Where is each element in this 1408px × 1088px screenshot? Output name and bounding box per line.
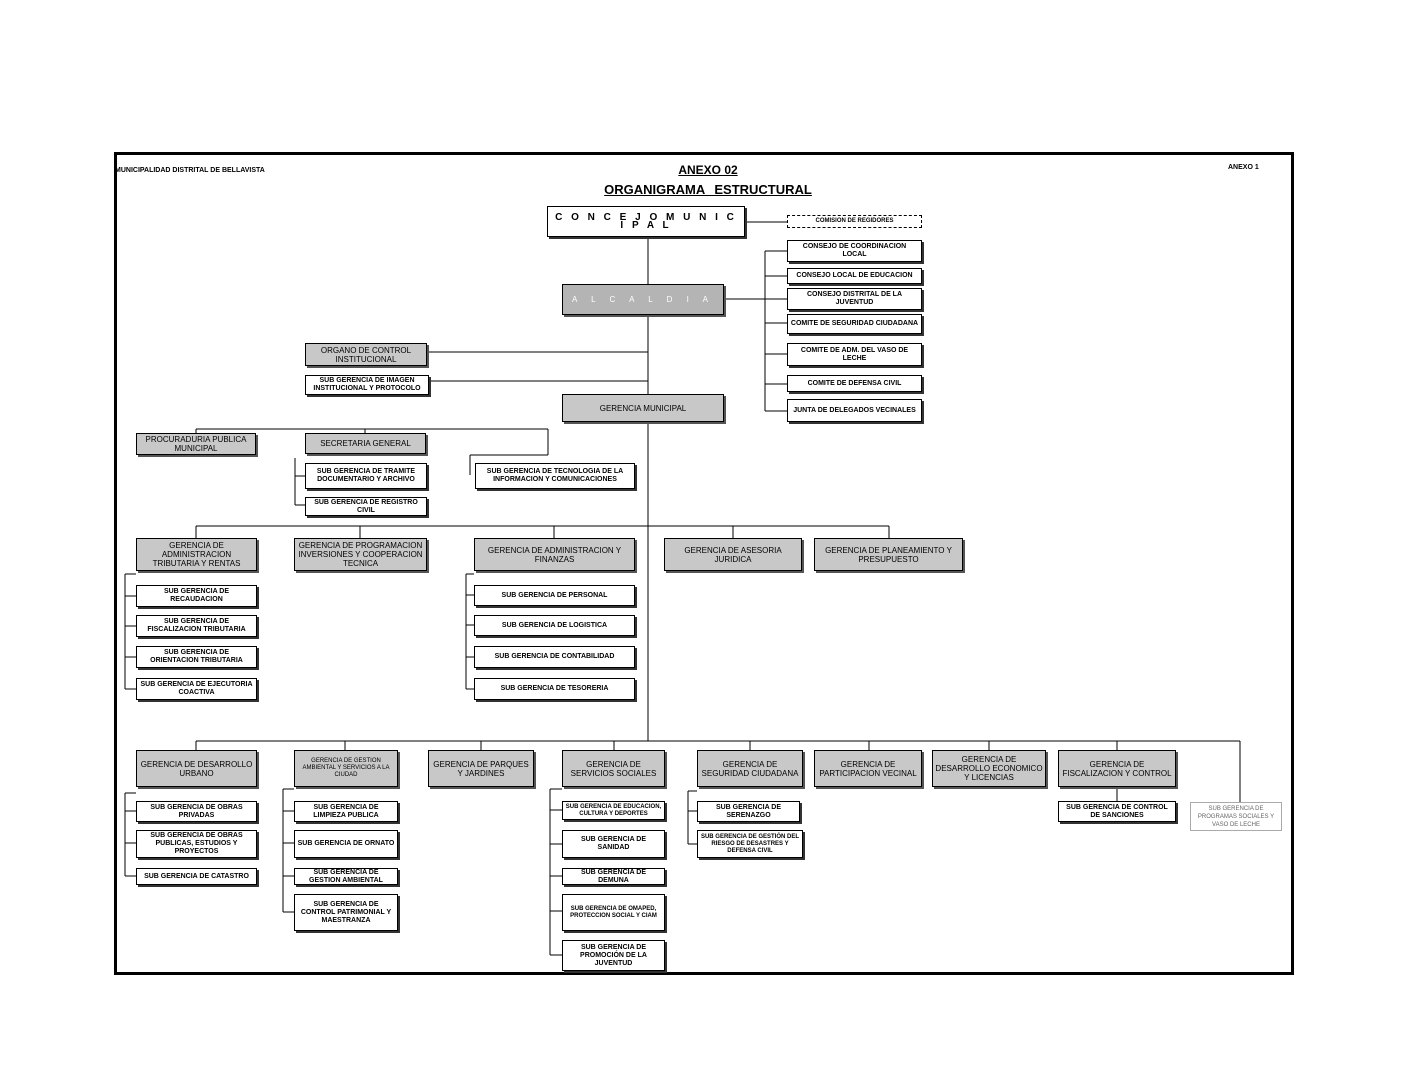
comision-regidores-box: COMISION DE REGIDORES xyxy=(787,215,922,228)
council-box: COMITE DE ADM. DEL VASO DE LECHE xyxy=(787,343,922,366)
organization-name: MUNICIPALIDAD DISTRITAL DE BELLAVISTA xyxy=(115,167,265,174)
gerencia-desarrollo-urbano-box: GERENCIA DE DESARROLLO URBANO xyxy=(136,750,257,787)
gerencia-planeamiento-box: GERENCIA DE PLANEAMIENTO Y PRESUPUESTO xyxy=(814,538,963,571)
sub-gerencia-box: SUB GERENCIA DE FISCALIZACION TRIBUTARIA xyxy=(136,615,257,637)
procuraduria-box: PROCURADURIA PUBLICA MUNICIPAL xyxy=(136,433,256,455)
council-box: JUNTA DE DELEGADOS VECINALES xyxy=(787,399,922,422)
tramite-documentario-box: SUB GERENCIA DE TRAMITE DOCUMENTARIO Y A… xyxy=(305,463,427,489)
sub-gerencia-box: SUB GERENCIA DE CONTROL PATRIMONIAL Y MA… xyxy=(294,894,398,931)
sub-gerencia-box: SUB GERENCIA DE OBRAS PUBLICAS, ESTUDIOS… xyxy=(136,830,257,858)
sub-gerencia-box: SUB GERENCIA DE LIMPIEZA PUBLICA xyxy=(294,801,398,822)
sub-gerencia-box: SUB GERENCIA DE ORNATO xyxy=(294,830,398,858)
annex-title: ANEXO 02 xyxy=(678,163,738,177)
sub-gerencia-box: SUB GERENCIA DE GESTIÓN DEL RIESGO DE DE… xyxy=(697,830,803,858)
gerencia-desarrollo-economico-box: GERENCIA DE DESARROLLO ECONOMICO Y LICEN… xyxy=(932,750,1046,787)
diagram-frame xyxy=(114,152,1294,975)
alcaldia-box: A L C A L D I A xyxy=(562,284,724,315)
gerencia-seguridad-ciudadana-box: GERENCIA DE SEGURIDAD CIUDADANA xyxy=(697,750,803,787)
secretaria-general-box: SECRETARIA GENERAL xyxy=(305,433,426,454)
annex-right-label: ANEXO 1 xyxy=(1228,164,1259,171)
sub-gerencia-box: SUB GERENCIA DE TESORERIA xyxy=(474,678,635,700)
council-box: CONSEJO DE COORDINACION LOCAL xyxy=(787,240,922,262)
sub-gerencia-box: SUB GERENCIA DE SANIDAD xyxy=(562,830,665,858)
chart-title: ORGANIGRAMA ESTRUCTURAL xyxy=(604,182,812,197)
sub-gerencia-box: SUB GERENCIA DE CONTROL DE SANCIONES xyxy=(1058,801,1176,822)
registro-civil-box: SUB GERENCIA DE REGISTRO CIVIL xyxy=(305,497,427,516)
organo-control-box: ORGANO DE CONTROL INSTITUCIONAL xyxy=(305,343,427,366)
sub-gerencia-box: SUB GERENCIA DE SERENAZGO xyxy=(697,801,800,822)
sub-gerencia-box: SUB GERENCIA DE PERSONAL xyxy=(474,585,635,606)
sub-gerencia-box: SUB GERENCIA DE DEMUNA xyxy=(562,868,665,885)
council-box: CONSEJO DISTRITAL DE LA JUVENTUD xyxy=(787,288,922,310)
gerencia-gestion-ambiental-box: GERENCIA DE GESTION AMBIENTAL Y SERVICIO… xyxy=(294,750,398,787)
sub-gerencia-box: SUB GERENCIA DE EJECUTORIA COACTIVA xyxy=(136,678,257,700)
sub-gerencia-box: SUB GERENCIA DE CONTABILIDAD xyxy=(474,646,635,668)
sub-gerencia-box: SUB GERENCIA DE GESTION AMBIENTAL xyxy=(294,868,398,885)
sub-gerencia-box: SUB GERENCIA DE RECAUDACION xyxy=(136,585,257,607)
sub-gerencia-box: SUB GERENCIA DE EDUCACION, CULTURA Y DEP… xyxy=(562,801,665,820)
gerencia-participacion-vecinal-box: GERENCIA DE PARTICIPACION VECINAL xyxy=(814,750,922,787)
imagen-institucional-box: SUB GERENCIA DE IMAGEN INSTITUCIONAL Y P… xyxy=(305,375,429,395)
gerencia-servicios-sociales-box: GERENCIA DE SERVICIOS SOCIALES xyxy=(562,750,665,787)
gerencia-parques-box: GERENCIA DE PARQUES Y JARDINES xyxy=(428,750,534,787)
gerencia-fiscalizacion-box: GERENCIA DE FISCALIZACION Y CONTROL xyxy=(1058,750,1176,787)
sub-gerencia-box: SUB GERENCIA DE LOGISTICA xyxy=(474,615,635,636)
sub-gerencia-box: SUB GERENCIA DE PROMOCIÓN DE LA JUVENTUD xyxy=(562,940,665,971)
gerencia-municipal-box: GERENCIA MUNICIPAL xyxy=(562,394,724,422)
tecnologia-informacion-box: SUB GERENCIA DE TECNOLOGIA DE LA INFORMA… xyxy=(475,463,635,489)
programas-sociales-box: SUB GERENCIA DE PROGRAMAS SOCIALES Y VAS… xyxy=(1190,802,1282,831)
sub-gerencia-box: SUB GERENCIA DE OBRAS PRIVADAS xyxy=(136,801,257,822)
council-box: CONSEJO LOCAL DE EDUCACION xyxy=(787,268,922,284)
gerencia-programacion-box: GERENCIA DE PROGRAMACION INVERSIONES Y C… xyxy=(294,538,427,571)
gerencia-administracion-finanzas-box: GERENCIA DE ADMINISTRACION Y FINANZAS xyxy=(474,538,635,571)
gerencia-asesoria-juridica-box: GERENCIA DE ASESORIA JURIDICA xyxy=(664,538,802,571)
sub-gerencia-box: SUB GERENCIA DE CATASTRO xyxy=(136,868,257,885)
council-box: COMITE DE SEGURIDAD CIUDADANA xyxy=(787,314,922,334)
concejo-municipal-box: C O N C E J O M U N I C I P A L xyxy=(547,206,745,237)
sub-gerencia-box: SUB GERENCIA DE OMAPED, PROTECCION SOCIA… xyxy=(562,894,665,931)
gerencia-administracion-tributaria-box: GERENCIA DE ADMINISTRACION TRIBUTARIA Y … xyxy=(136,538,257,571)
sub-gerencia-box: SUB GERENCIA DE ORIENTACION TRIBUTARIA xyxy=(136,646,257,668)
council-box: COMITE DE DEFENSA CIVIL xyxy=(787,375,922,392)
